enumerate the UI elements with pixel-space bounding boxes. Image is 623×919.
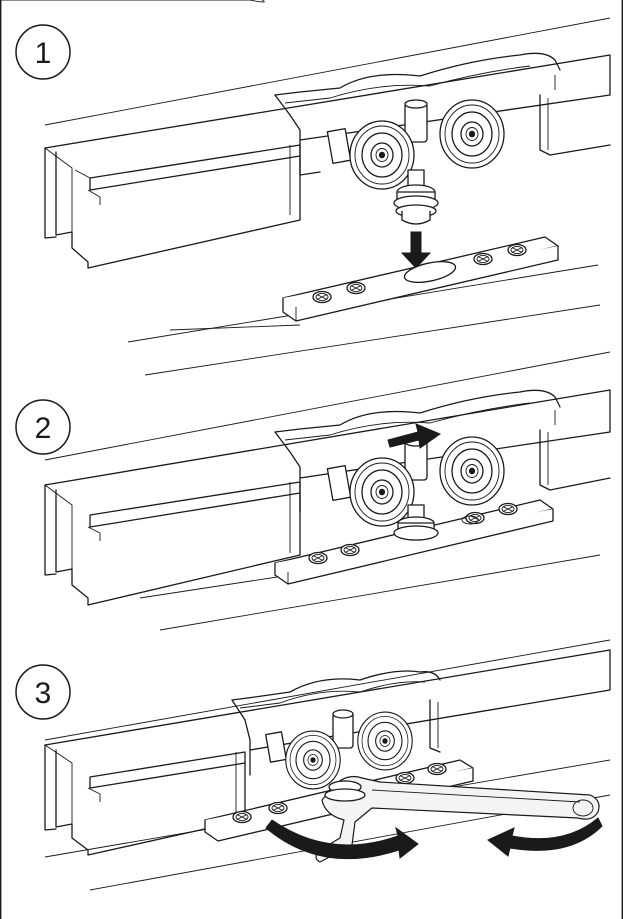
step-1-number: 1 [35, 37, 52, 70]
step-3-wheel-right [357, 711, 413, 771]
step-3-illustration: 3 [15, 639, 611, 891]
step-3-rotation-arrow-left [265, 819, 419, 860]
step-2-circle [15, 399, 71, 455]
step-1-wheel-right [439, 99, 505, 169]
step-1-track [44, 54, 611, 269]
step-2-arrow-right [387, 423, 442, 449]
step-1-illustration: 1 [15, 17, 611, 376]
step-3-rotation-arrow-right [487, 817, 603, 857]
step-3-wrench [315, 775, 600, 863]
step-3-wheel-left [285, 730, 341, 790]
step-1-carriage [274, 52, 561, 176]
step-3-bolt [324, 780, 366, 802]
step-1-bolt [393, 169, 439, 225]
step-3-track [44, 649, 611, 856]
step-1-mounting-plate [282, 236, 559, 322]
step-3-circle [15, 664, 71, 720]
step-1-arrow-down [400, 231, 432, 269]
step-2-wheel-left [349, 457, 415, 527]
step-1-circle [15, 24, 71, 80]
step-1-wheel-left [349, 120, 415, 190]
step-2-wheel-right [439, 436, 505, 506]
top-edge-fragment [0, 0, 265, 3]
step-2-number: 2 [35, 412, 52, 445]
step-1-badge: 1 [15, 24, 71, 80]
step-3-badge: 3 [15, 664, 71, 720]
step-3-carriage [231, 670, 441, 776]
step-2-bolt [393, 504, 439, 541]
step-2-carriage [274, 389, 561, 513]
step-2-illustration: 2 [15, 351, 611, 631]
step-2-badge: 2 [15, 399, 71, 455]
step-3-number: 3 [35, 677, 52, 710]
